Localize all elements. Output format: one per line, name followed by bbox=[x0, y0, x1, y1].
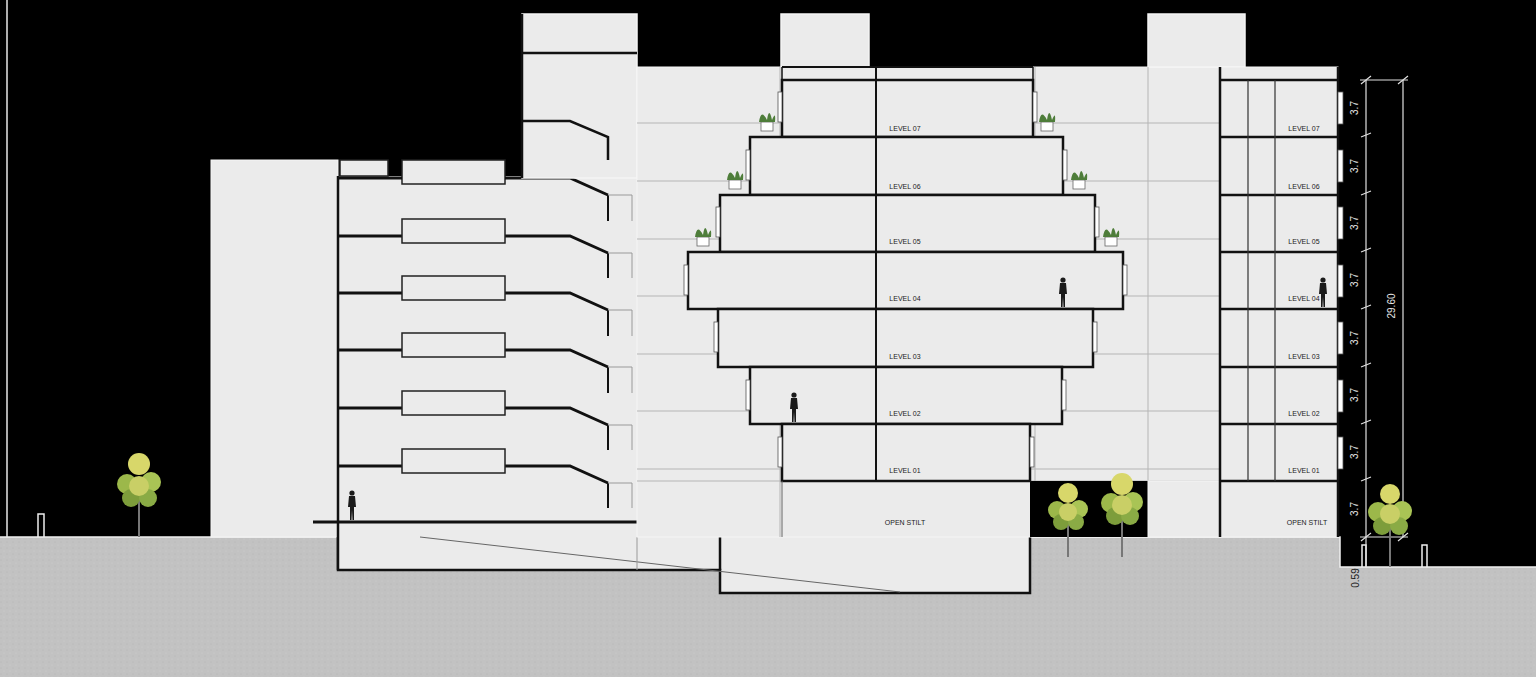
level-label: LEVEL 01 bbox=[1288, 467, 1319, 474]
dimension-text: 3.7 bbox=[1350, 273, 1360, 287]
level-label: LEVEL 06 bbox=[889, 183, 920, 190]
basement bbox=[338, 537, 1030, 593]
level-label: LEVEL 04 bbox=[889, 295, 920, 302]
level-label: LEVEL 07 bbox=[1288, 125, 1319, 132]
dimension-text: 3.7 bbox=[1350, 216, 1360, 230]
level-label: LEVEL 06 bbox=[1288, 183, 1319, 190]
dimension-text: 3.7 bbox=[1350, 331, 1360, 345]
stilt-label: OPEN STILT bbox=[885, 519, 925, 526]
right-wing bbox=[1220, 67, 1343, 537]
dimension-text: 29.60 bbox=[1387, 293, 1397, 318]
level-label: LEVEL 02 bbox=[1288, 410, 1319, 417]
dimension-text: 3.7 bbox=[1350, 101, 1360, 115]
level-label: LEVEL 05 bbox=[1288, 238, 1319, 245]
level-label: LEVEL 03 bbox=[1288, 353, 1319, 360]
human-figures bbox=[348, 277, 1327, 520]
ground bbox=[0, 537, 1536, 677]
stair-core bbox=[522, 14, 637, 178]
level-label: LEVEL 07 bbox=[889, 125, 920, 132]
dimension-text: 0.59 bbox=[1351, 568, 1361, 587]
trees bbox=[117, 453, 1412, 567]
planters bbox=[695, 113, 1119, 246]
dimension-text: 3.7 bbox=[1350, 502, 1360, 516]
level-label: LEVEL 05 bbox=[889, 238, 920, 245]
frame-line bbox=[6, 0, 8, 537]
dimension-line bbox=[1360, 76, 1408, 567]
level-label: LEVEL 04 bbox=[1288, 295, 1319, 302]
central-mass bbox=[637, 14, 1245, 537]
dimension-text: 3.7 bbox=[1350, 159, 1360, 173]
dimension-text: 3.7 bbox=[1350, 388, 1360, 402]
level-label: LEVEL 02 bbox=[889, 410, 920, 417]
side-block bbox=[211, 160, 338, 537]
dimension-text: 3.7 bbox=[1350, 445, 1360, 459]
stilt-label: OPEN STILT bbox=[1287, 519, 1327, 526]
level-label: LEVEL 01 bbox=[889, 467, 920, 474]
level-label: LEVEL 03 bbox=[889, 353, 920, 360]
